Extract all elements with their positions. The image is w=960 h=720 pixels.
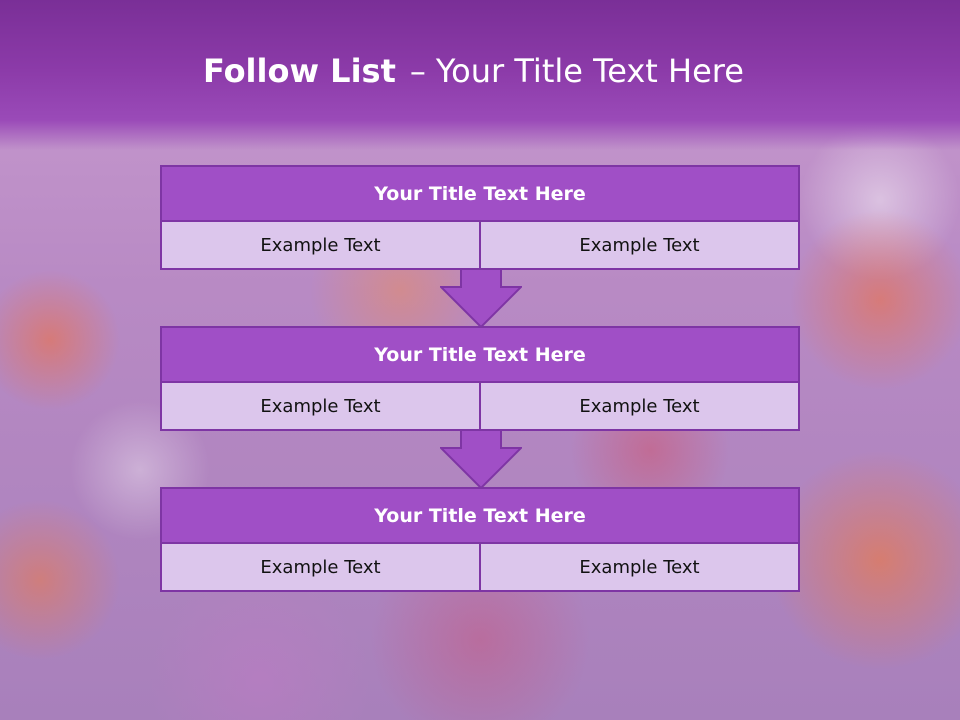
block-row: Example Text Example Text: [160, 222, 800, 270]
block-title: Your Title Text Here: [160, 326, 800, 383]
down-arrow-icon: [440, 430, 522, 490]
block-cell-right: Example Text: [481, 544, 800, 592]
block-cell-right: Example Text: [481, 383, 800, 431]
block-row: Example Text Example Text: [160, 544, 800, 592]
block-cell-right: Example Text: [481, 222, 800, 270]
header-band: [0, 0, 960, 150]
block-row: Example Text Example Text: [160, 383, 800, 431]
follow-block-3: Your Title Text Here Example Text Exampl…: [160, 487, 800, 592]
block-cell-left: Example Text: [160, 383, 481, 431]
down-arrow-icon: [440, 269, 522, 329]
title-bold: Follow List: [203, 52, 396, 90]
block-cell-left: Example Text: [160, 544, 481, 592]
title-rest: Your Title Text Here: [435, 52, 744, 90]
title-separator: –: [409, 52, 426, 90]
block-cell-left: Example Text: [160, 222, 481, 270]
block-title: Your Title Text Here: [160, 165, 800, 222]
block-title: Your Title Text Here: [160, 487, 800, 544]
follow-block-2: Your Title Text Here Example Text Exampl…: [160, 326, 800, 431]
follow-block-1: Your Title Text Here Example Text Exampl…: [160, 165, 800, 270]
